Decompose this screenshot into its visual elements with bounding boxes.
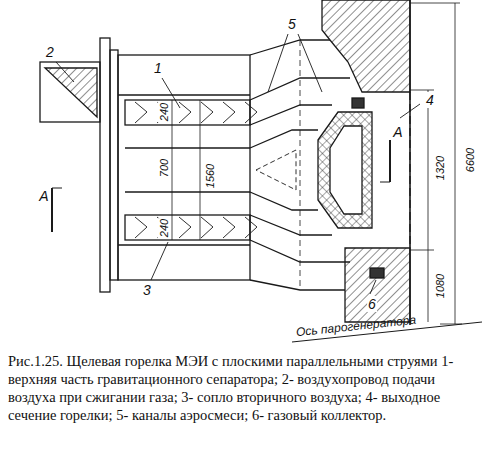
callout-number: 1 — [153, 60, 163, 76]
air-duct — [40, 62, 100, 122]
duct-wedge — [45, 68, 97, 117]
dimension: 240 — [158, 102, 171, 122]
leader-line — [298, 34, 322, 92]
vane — [135, 102, 147, 123]
section-mark: А — [392, 124, 403, 140]
slot — [125, 215, 250, 240]
separator-body — [118, 55, 250, 280]
flange-inner — [110, 50, 118, 280]
furnace-wall — [322, 0, 410, 92]
figure-caption: Рис.1.25. Щелевая горелка МЭИ с плоскими… — [8, 352, 484, 424]
dimension: 700 — [158, 158, 171, 178]
callout-number: 5 — [287, 16, 297, 32]
vane — [245, 102, 257, 123]
leader-line — [268, 34, 288, 92]
dimension: 1320 — [434, 155, 447, 181]
vane — [179, 217, 191, 238]
leader-line — [151, 242, 168, 280]
vane — [179, 102, 191, 123]
callout-number: 2 — [45, 44, 55, 60]
dimension: 1080 — [434, 273, 447, 299]
flange — [100, 38, 110, 292]
leader-lines — [56, 34, 420, 294]
furnace-wall — [345, 248, 410, 322]
section-mark: А — [38, 188, 49, 204]
center-body — [318, 112, 372, 228]
burner-outline — [40, 0, 482, 342]
swirl-vanes — [135, 102, 257, 238]
callout-number: 6 — [367, 296, 377, 312]
vane — [223, 102, 235, 123]
callout-number: 4 — [425, 92, 435, 108]
vane — [201, 102, 213, 123]
leader-line — [370, 280, 376, 294]
dimension: 240 — [158, 218, 171, 238]
leader-line — [400, 104, 420, 118]
vane — [245, 217, 257, 238]
dimension: 6600 — [464, 147, 477, 173]
slot — [125, 100, 250, 125]
vane — [201, 217, 213, 238]
leader-line — [56, 62, 74, 82]
callout-number: 3 — [142, 282, 152, 298]
vane — [223, 217, 235, 238]
dimension-lines — [172, 3, 462, 324]
vane — [135, 217, 147, 238]
dimension: 1560 — [204, 163, 217, 189]
